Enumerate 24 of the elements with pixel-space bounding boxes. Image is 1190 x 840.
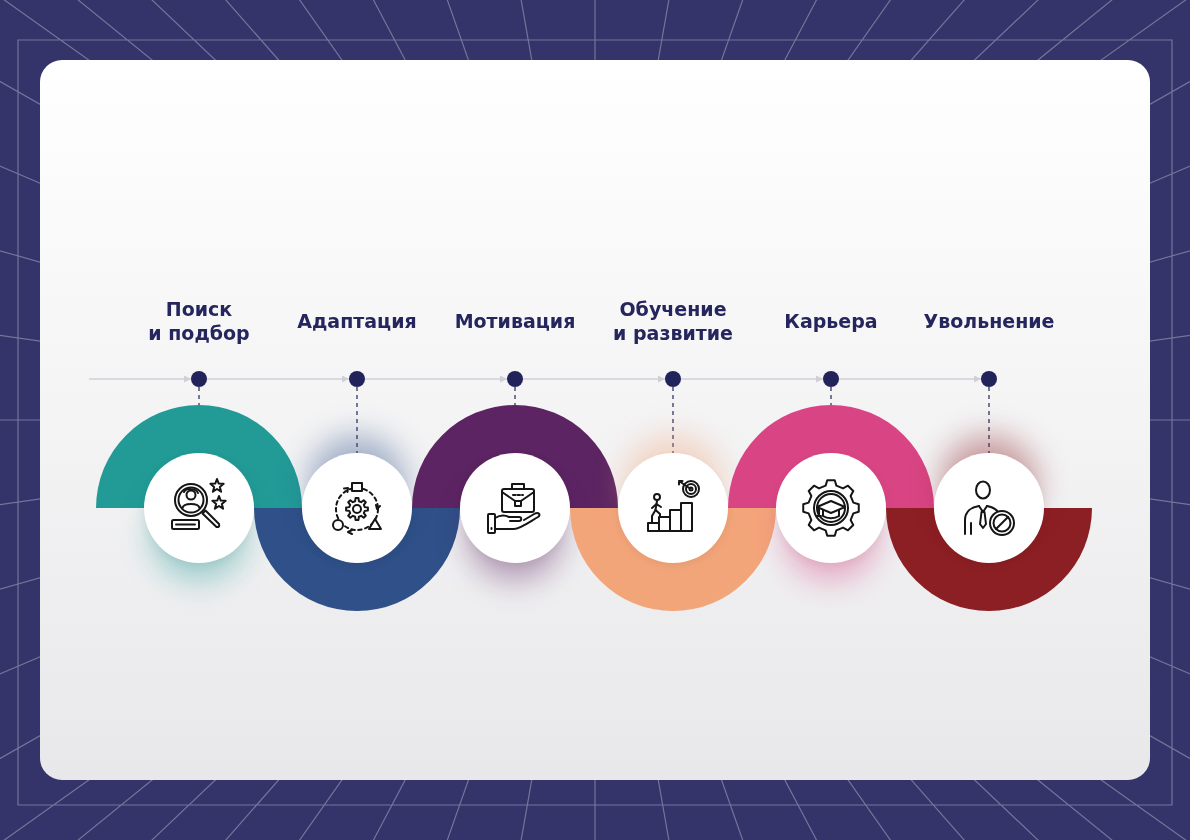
stage-title: Поиск и подбор	[147, 298, 251, 346]
stage-title: Увольнение	[922, 310, 1056, 334]
dashed-leader-line	[198, 386, 200, 406]
stage-title: Мотивация	[453, 310, 577, 334]
dashed-leader-line	[356, 386, 358, 454]
stage-title: Карьера	[783, 310, 879, 334]
half-ring-band	[254, 508, 460, 611]
timeline-arrow	[206, 375, 350, 383]
half-ring-band	[886, 508, 1092, 611]
half-ring-band	[412, 405, 618, 508]
half-ring-band	[96, 405, 302, 508]
timeline-arrow	[364, 375, 508, 383]
timeline-arrow	[680, 375, 824, 383]
dashed-leader-line	[830, 386, 832, 406]
half-ring-band	[570, 508, 776, 611]
timeline-arrow	[838, 375, 982, 383]
dashed-leader-line	[514, 386, 516, 406]
dashed-leader-line	[988, 386, 990, 454]
stage-title: Обучение и развитие	[612, 298, 734, 346]
half-ring-band	[728, 405, 934, 508]
timeline-arrow	[522, 375, 666, 383]
dashed-leader-line	[672, 386, 674, 454]
stage-title: Адаптация	[296, 310, 418, 334]
timeline-arrow	[88, 375, 192, 383]
